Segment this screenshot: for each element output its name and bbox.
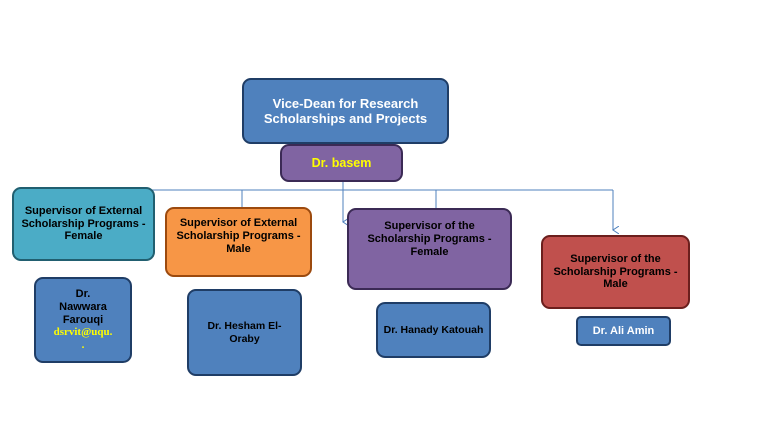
vice-dean-name: Dr. basem <box>311 155 372 170</box>
person-name: Dr. Hesham El-Oraby <box>207 320 282 345</box>
person-name: Dr. Hanady Katouah <box>383 323 484 336</box>
person-box-hesham: Dr. Hesham El-Oraby <box>187 289 302 376</box>
supervisor-scholarship-female-box: Supervisor of the Scholarship Programs -… <box>347 208 512 290</box>
supervisor-external-female-box: Supervisor of External Scholarship Progr… <box>12 187 155 261</box>
person-name: Dr. Ali Amin <box>592 324 655 337</box>
person-box-ali: Dr. Ali Amin <box>576 316 671 346</box>
vice-dean-name-box: Dr. basem <box>280 144 403 182</box>
supervisor-external-male-title: Supervisor of External Scholarship Progr… <box>176 217 301 255</box>
person-name-line: Dr. <box>75 287 91 300</box>
supervisor-external-female-title: Supervisor of External Scholarship Progr… <box>21 204 146 243</box>
supervisor-external-male-box: Supervisor of External Scholarship Progr… <box>165 207 312 277</box>
supervisor-scholarship-male-title: Supervisor of the Scholarship Programs -… <box>553 252 678 291</box>
vice-dean-box: Vice-Dean for Research Scholarships and … <box>242 78 449 144</box>
supervisor-scholarship-female-title: Supervisor of the Scholarship Programs -… <box>367 220 492 258</box>
person-email-continuation: . <box>81 339 85 352</box>
person-box-hanady: Dr. Hanady Katouah <box>376 302 491 358</box>
person-name-line: Farouqi <box>62 313 104 326</box>
supervisor-scholarship-male-box: Supervisor of the Scholarship Programs -… <box>541 235 690 309</box>
person-name-line: Nawwara <box>59 300 107 313</box>
vice-dean-title: Vice-Dean for Research Scholarships and … <box>263 95 428 126</box>
person-email: dsrvit@uqu. <box>53 326 113 339</box>
person-box-nawwara: Dr. Nawwara Farouqi dsrvit@uqu. . <box>34 277 132 363</box>
